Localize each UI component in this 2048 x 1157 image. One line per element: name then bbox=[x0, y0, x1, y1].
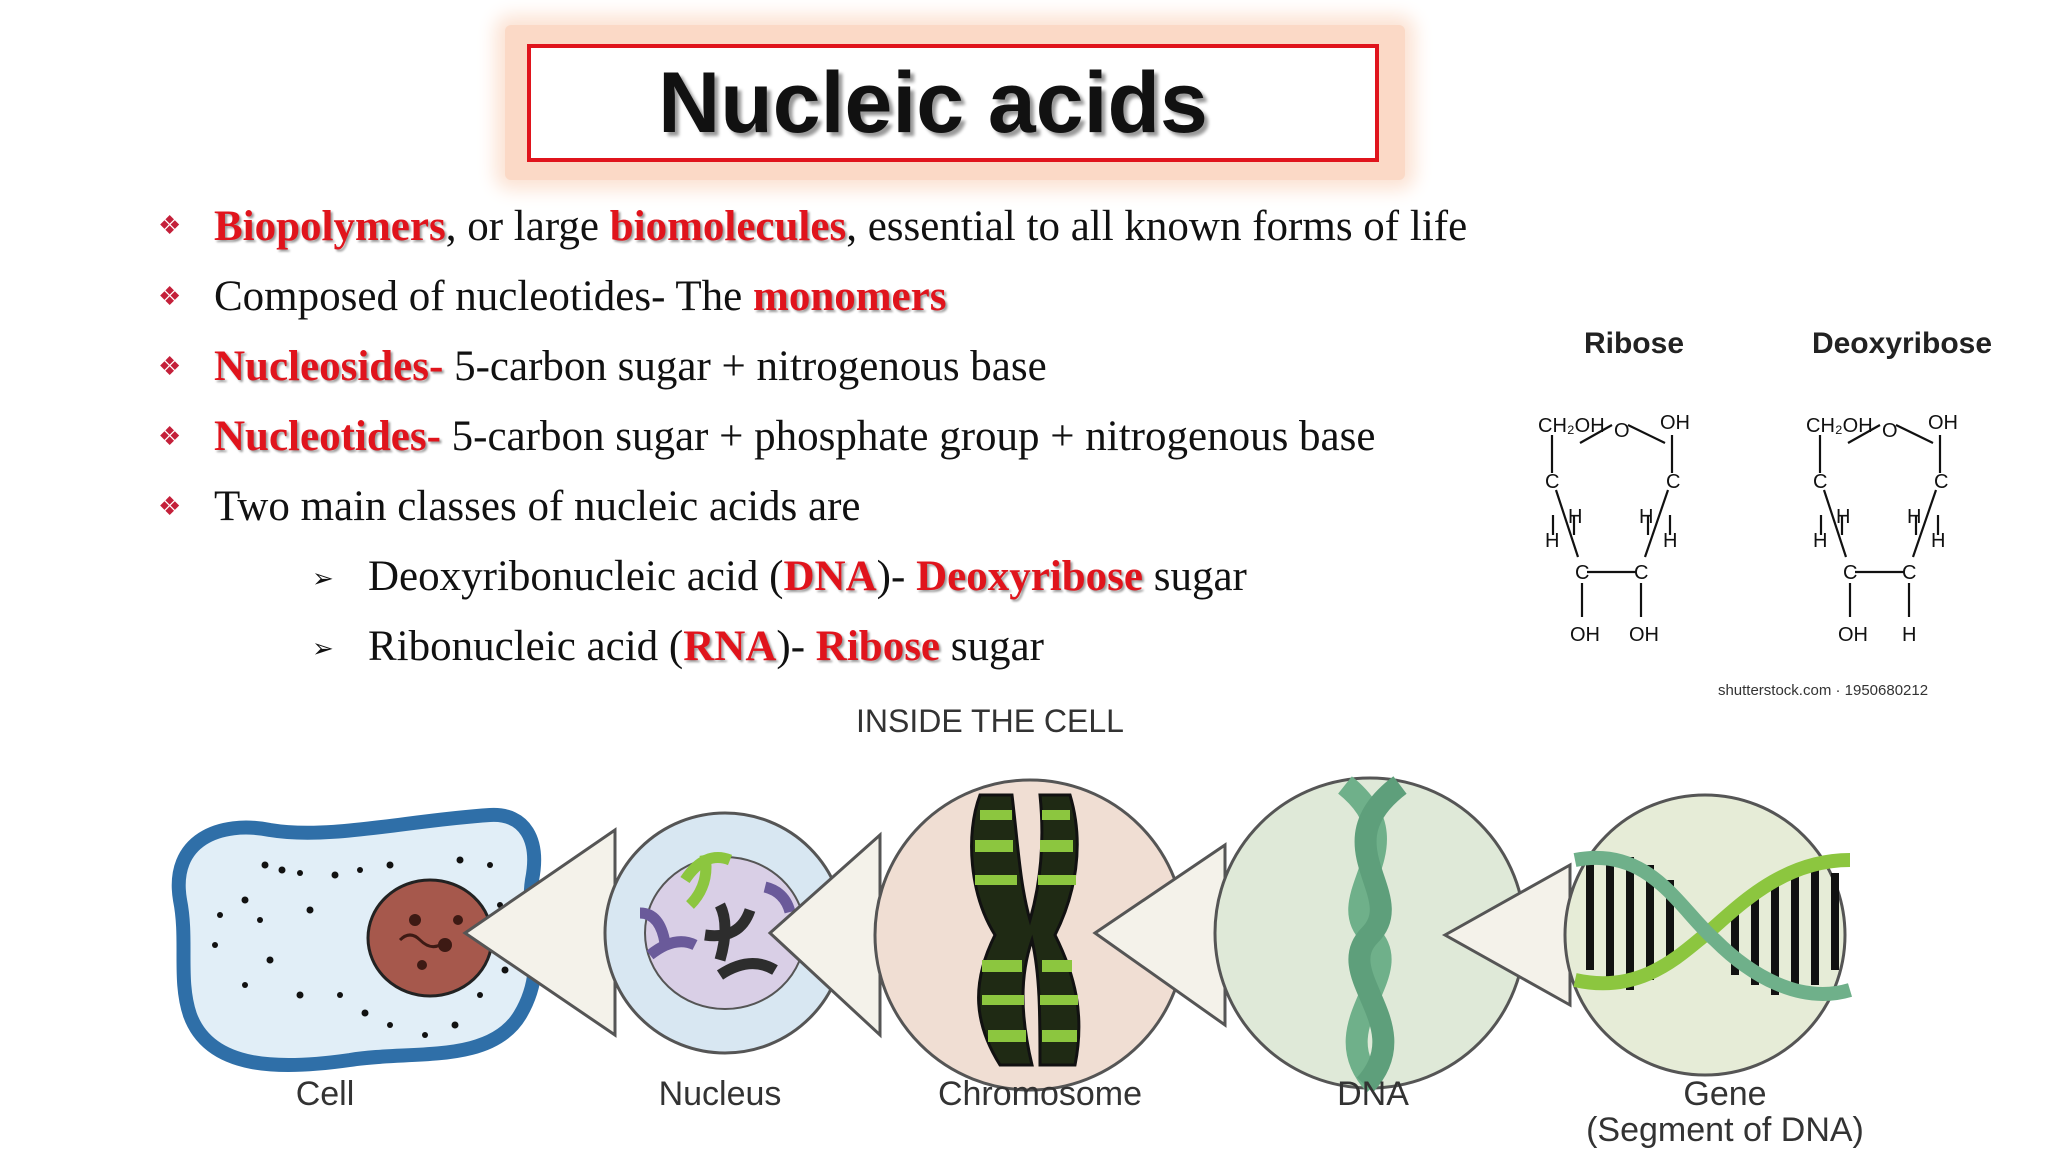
svg-text:OH: OH bbox=[1838, 624, 1868, 646]
ribose-atoms: CH₂OH O OH C C H H H H C C OH OH bbox=[1538, 412, 1690, 646]
deoxyribose-atoms: CH₂OH O OH C C H H H H C C OH H bbox=[1806, 412, 1958, 646]
bullet-diamond-icon: ❖ bbox=[158, 422, 182, 451]
arrow-bullet-icon: ➢ bbox=[312, 564, 334, 593]
svg-text:OH: OH bbox=[1570, 624, 1600, 646]
highlighted-term: Ribose bbox=[815, 623, 941, 670]
svg-text:H: H bbox=[1813, 530, 1827, 552]
highlighted-term: Nucleosides- bbox=[214, 343, 444, 390]
svg-text:C: C bbox=[1666, 471, 1680, 493]
bullet-line-biopolymers: Biopolymers, or large biomolecules, esse… bbox=[214, 205, 1467, 248]
inside-the-cell-diagram: INSIDE THE CELL bbox=[160, 695, 1900, 1152]
chromosome-label: Chromosome bbox=[938, 1075, 1142, 1113]
bullet-diamond-icon: ❖ bbox=[158, 282, 182, 311]
dna-label: DNA bbox=[1337, 1075, 1409, 1113]
svg-text:H: H bbox=[1663, 530, 1677, 552]
svg-text:OH: OH bbox=[1629, 624, 1659, 646]
bullet-text: Composed of nucleotides- The bbox=[214, 273, 753, 320]
bullet-line-classes: Two main classes of nucleic acids are bbox=[214, 485, 861, 528]
bullet-text: , essential to all known forms of life bbox=[846, 203, 1468, 250]
svg-text:C: C bbox=[1545, 471, 1559, 493]
sub-bullet-rna: Ribonucleic acid (RNA)- Ribose sugar bbox=[368, 625, 1044, 668]
svg-text:H: H bbox=[1568, 506, 1582, 528]
highlighted-term: biomolecules bbox=[609, 203, 847, 250]
arrow-bullet-icon: ➢ bbox=[312, 634, 334, 663]
highlighted-term: monomers bbox=[753, 273, 947, 320]
highlighted-term: DNA bbox=[783, 553, 877, 600]
bullet-text: Ribonucleic acid ( bbox=[368, 623, 684, 670]
svg-text:H: H bbox=[1931, 530, 1945, 552]
svg-text:C: C bbox=[1902, 562, 1916, 584]
svg-text:C: C bbox=[1813, 471, 1827, 493]
svg-text:H: H bbox=[1836, 506, 1850, 528]
bullet-text: )- bbox=[876, 553, 917, 600]
title-frame: Nucleic acids bbox=[527, 44, 1379, 162]
cell-label: Cell bbox=[296, 1075, 355, 1113]
svg-text:OH: OH bbox=[1660, 412, 1690, 434]
bullet-diamond-icon: ❖ bbox=[158, 492, 182, 521]
svg-text:OH: OH bbox=[1928, 412, 1958, 434]
svg-text:C: C bbox=[1634, 562, 1648, 584]
bullet-diamond-icon: ❖ bbox=[158, 211, 182, 240]
cell-diagram-title: INSIDE THE CELL bbox=[856, 703, 1124, 739]
bullet-line-monomers: Composed of nucleotides- The monomers bbox=[214, 275, 946, 318]
ribose-structure bbox=[1550, 424, 1674, 617]
deoxyribose-label: Deoxyribose bbox=[1812, 327, 1992, 360]
svg-text:C: C bbox=[1575, 562, 1589, 584]
dna-illustration bbox=[1213, 776, 1527, 1093]
svg-text:C: C bbox=[1843, 562, 1857, 584]
highlighted-term: RNA bbox=[683, 623, 777, 670]
bullet-text: Two main classes of nucleic acids are bbox=[214, 483, 861, 530]
bullet-text: , or large bbox=[445, 203, 610, 250]
svg-text:H: H bbox=[1545, 530, 1559, 552]
page-title: Nucleic acids bbox=[658, 54, 1208, 151]
svg-text:O: O bbox=[1614, 420, 1630, 442]
image-credit: shutterstock.com · 1950680212 bbox=[1718, 682, 1928, 699]
deoxyribose-structure bbox=[1818, 424, 1942, 617]
highlighted-term: Nucleotides- bbox=[214, 413, 441, 460]
bullet-line-nucleotides: Nucleotides- 5-carbon sugar + phosphate … bbox=[214, 415, 1375, 458]
bullet-line-nucleosides: Nucleosides- 5-carbon sugar + nitrogenou… bbox=[214, 345, 1047, 388]
svg-text:CH₂OH: CH₂OH bbox=[1538, 415, 1605, 437]
svg-text:C: C bbox=[1934, 471, 1948, 493]
bullet-text: 5-carbon sugar + phosphate group + nitro… bbox=[440, 413, 1376, 460]
highlighted-term: Biopolymers bbox=[214, 203, 446, 250]
svg-text:H: H bbox=[1639, 506, 1653, 528]
gene-illustration bbox=[1563, 793, 1853, 1077]
sugar-structures-figure: Ribose Deoxyribose CH₂OH O OH C C H bbox=[1530, 325, 2000, 705]
nucleus-illustration bbox=[603, 811, 847, 1055]
ribose-label: Ribose bbox=[1584, 327, 1684, 360]
svg-text:CH₂OH: CH₂OH bbox=[1806, 415, 1873, 437]
svg-text:O: O bbox=[1882, 420, 1898, 442]
nucleus-label: Nucleus bbox=[659, 1075, 782, 1113]
cell-illustration bbox=[171, 807, 543, 1073]
bullet-diamond-icon: ❖ bbox=[158, 352, 182, 381]
svg-text:H: H bbox=[1902, 624, 1916, 646]
gene-sublabel: (Segment of DNA) bbox=[1586, 1111, 1864, 1149]
bullet-text: sugar bbox=[940, 623, 1044, 670]
sub-bullet-dna: Deoxyribonucleic acid (DNA)- Deoxyribose… bbox=[368, 555, 1247, 598]
highlighted-term: Deoxyribose bbox=[916, 553, 1143, 600]
chromosome-illustration bbox=[873, 778, 1187, 1092]
svg-text:H: H bbox=[1907, 506, 1921, 528]
bullet-text: sugar bbox=[1142, 553, 1247, 600]
bullet-text: Deoxyribonucleic acid ( bbox=[368, 553, 784, 600]
gene-label: Gene bbox=[1683, 1075, 1766, 1113]
bullet-text: 5-carbon sugar + nitrogenous base bbox=[443, 343, 1047, 390]
bullet-text: )- bbox=[776, 623, 816, 670]
